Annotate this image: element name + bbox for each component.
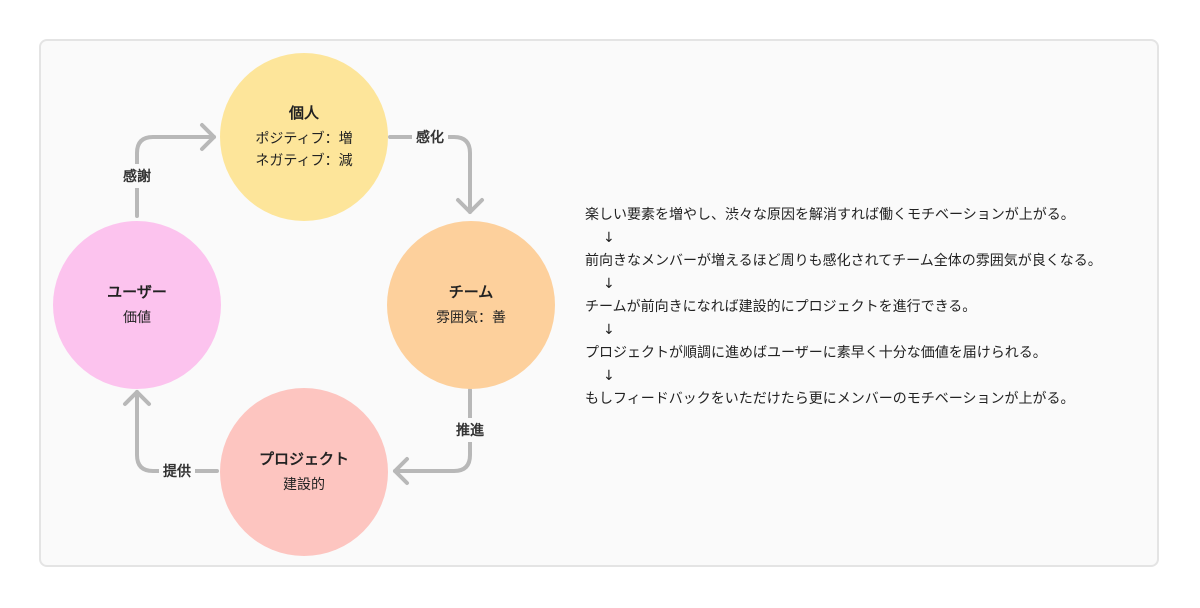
explanation-text: 楽しい要素を増やし、渋々な原因を解消すれば働くモチベーションが上がる。 ↓ 前向…: [585, 204, 1102, 411]
node-kojin-line-1: ポジティブ：増: [255, 131, 353, 147]
arrowhead-user-to-kojin: [200, 123, 216, 151]
node-project-title: プロジェクト: [258, 450, 349, 468]
node-kojin-title: 個人: [288, 104, 319, 122]
explanation-line: プロジェクトが順調に進めばユーザーに素早く十分な価値を届けられる。: [585, 345, 1047, 361]
arrow-team-to-project: [393, 388, 472, 473]
node-project: プロジェクト 建設的: [220, 388, 388, 556]
down-arrow-icon: ↓: [603, 276, 615, 292]
down-arrow-icon: ↓: [603, 322, 615, 338]
node-kojin: 個人 ポジティブ：増 ネガティブ：減: [220, 53, 388, 221]
explanation-line: もしフィードバックをいただけたら更にメンバーのモチベーションが上がる。: [585, 391, 1075, 407]
explanation-line: チームが前向きになれば建設的にプロジェクトを進行できる。: [585, 299, 977, 315]
arrowhead-project-to-user: [123, 390, 151, 406]
node-user: ユーザー 価値: [53, 221, 221, 389]
arrow-kojin-to-team: [388, 135, 472, 214]
edge-label-kansha: 感謝: [119, 164, 155, 188]
down-arrow-icon: ↓: [603, 230, 615, 246]
node-user-title: ユーザー: [107, 283, 167, 301]
edge-label-suishin: 推進: [452, 418, 488, 442]
node-user-line-1: 価値: [123, 310, 151, 326]
explanation-line: 前向きなメンバーが増えるほど周りも感化されてチーム全体の雰囲気が良くなる。: [585, 253, 1102, 269]
node-team-title: チーム: [448, 283, 494, 301]
node-team: チーム 雰囲気：善: [387, 221, 555, 389]
arrowhead-team-to-project: [393, 457, 409, 485]
down-arrow-icon: ↓: [603, 368, 615, 384]
arrow-user-to-kojin: [135, 135, 216, 218]
arrowhead-kojin-to-team: [456, 198, 484, 214]
explanation-line: 楽しい要素を増やし、渋々な原因を解消すれば働くモチベーションが上がる。: [585, 207, 1075, 223]
edge-label-teikyou: 提供: [159, 459, 195, 483]
arrow-project-to-user: [135, 390, 219, 473]
edge-label-kanka: 感化: [412, 125, 448, 149]
node-kojin-line-2: ネガティブ：減: [255, 153, 353, 169]
node-team-line-1: 雰囲気：善: [436, 310, 506, 326]
node-project-line-1: 建設的: [283, 477, 325, 493]
